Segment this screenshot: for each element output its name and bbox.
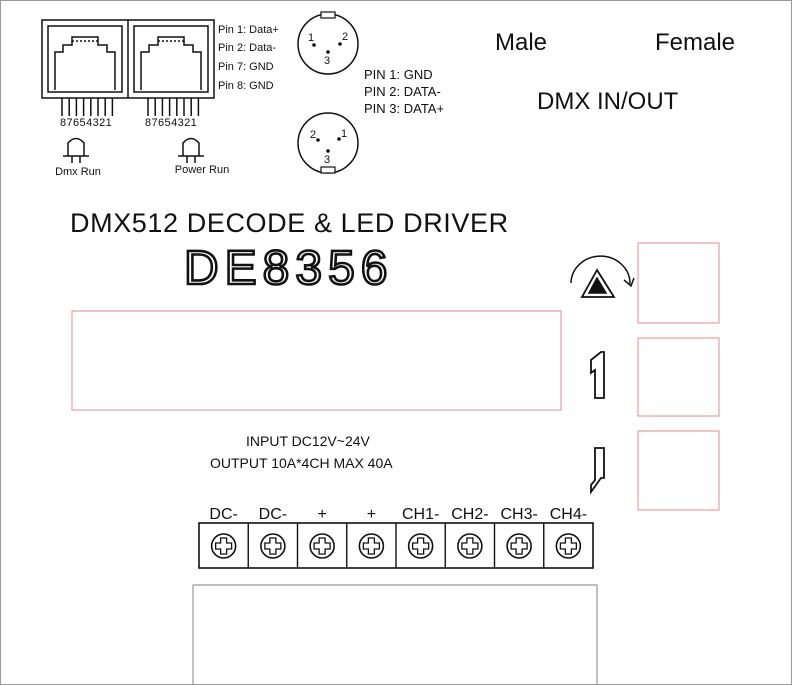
up-arrow-outline [590,351,605,399]
terminal-screw-slot [559,537,578,555]
rj45-jack-left [47,25,123,93]
rj45-jack-right [133,25,209,93]
terminal-screw-slot [411,537,430,555]
cable-opening [192,584,598,685]
terminal-screw-head [309,533,335,559]
product-model: DE8356 [184,242,393,295]
xlr-female-pin: 3 [324,154,330,166]
display-window [71,310,562,411]
down-button[interactable] [637,430,720,511]
xlr-pin-1-dot [337,137,341,141]
terminal-label: CH2- [451,506,488,523]
terminal-screw-icon [260,533,286,559]
led-dmx-run-body [67,137,85,156]
mode-icon-arc [570,255,631,285]
terminal-screw-head [555,533,582,559]
rj45-left-pin-numbers: 87654321 [60,117,112,129]
xlr-pin-2-dot [338,42,342,46]
xlr-pin-3-dot [326,50,330,54]
terminal-screw-slot [510,537,528,555]
rj45-pin-label: Pin 8: GND [218,80,274,92]
up-button[interactable] [637,337,720,417]
terminal-screw-head [506,533,532,559]
xlr-pin-3-dot [326,149,330,153]
terminal-screw-slot [214,537,233,555]
terminal-screw-head [457,533,483,559]
jack-left-outer [47,25,123,93]
xlr-legend-line: PIN 1: GND [364,67,433,82]
terminal-label: DC- [209,506,237,523]
led-power-run-body [182,137,200,156]
terminal-screw-icon [210,533,237,559]
terminal-labels: DC- DC- + + CH1- CH2- CH3- CH4- [209,506,587,523]
terminal-label: CH3- [500,506,537,523]
terminal-screw-slot [313,537,331,555]
rj45-right-pin-numbers: 87654321 [145,117,197,129]
led-dmx-run-label: Dmx Run [55,166,101,178]
xlr-male-pin: 3 [324,55,330,67]
terminal-label: CH4- [550,506,587,523]
xlr-legend-line: PIN 2: DATA- [364,84,441,99]
mode-icon-arrowhead [623,277,635,288]
rj45-pin-label: Pin 2: Data- [218,42,276,54]
terminal-screw-icon [457,533,483,559]
terminal-screw-icon [358,533,385,559]
product-subtitle: DMX512 DECODE & LED DRIVER [70,208,509,238]
jack-left-socket [54,36,116,90]
xlr-pin-2-dot [316,138,320,142]
mode-cycle-icon [570,255,635,298]
dmx-in-out-label: DMX IN/OUT [537,88,679,115]
xlr-male-key [320,11,336,19]
rj45-pin-labels: Pin 1: Data+ Pin 2: Data- Pin 7: GND Pin… [218,24,279,92]
terminal-label: DC- [259,506,287,523]
terminal-screw-head [260,533,286,559]
xlr-female-pin: 2 [310,129,316,141]
terminal-label: + [367,506,376,523]
terminal-screw-head [210,533,237,559]
rj45-block [41,19,215,116]
terminal-screw-icon [555,533,582,559]
terminal-screw-slot [264,537,282,555]
xlr-male-pin: 1 [308,32,314,44]
xlr-pin-1-dot [312,43,316,47]
xlr-male-connector: 1 2 3 [297,11,359,75]
mode-icon-triangle-outer [580,268,616,298]
mode-button[interactable] [637,242,720,324]
terminal-block [198,522,594,569]
terminal-label: CH1- [402,506,439,523]
xlr-pin-legend: PIN 1: GND PIN 2: DATA- PIN 3: DATA+ [364,67,444,116]
terminal-screw-slot [362,537,381,555]
xlr-female-key [320,166,336,174]
terminal-screw-icon [407,533,434,559]
terminal-label: + [317,506,326,523]
led-dmx-run-icon [63,137,89,163]
rj45-pin-label: Pin 1: Data+ [218,24,279,36]
terminal-screw-icon [506,533,532,559]
xlr-female-connector: 2 1 3 [297,112,359,174]
down-arrow-outline [590,447,605,495]
led-power-run-label: Power Run [175,164,229,176]
rj45-pin-legs [61,98,200,116]
male-label: Male [495,29,547,56]
terminal-screw-icon [309,533,335,559]
mode-icon-triangle-inner [587,276,608,294]
spec-output: OUTPUT 10A*4CH MAX 40A [210,455,393,471]
xlr-male-pin: 2 [342,31,348,43]
terminal-screw-slot [461,537,479,555]
jack-right-socket [140,36,202,90]
spec-input: INPUT DC12V~24V [246,433,371,449]
led-power-run-icon [178,137,204,163]
down-arrow-icon [590,447,605,495]
rj45-pin-label: Pin 7: GND [218,61,274,73]
terminal-screw-head [407,533,434,559]
xlr-legend-line: PIN 3: DATA+ [364,101,444,116]
female-label: Female [655,29,735,56]
jack-right-outer [133,25,209,93]
terminal-screw-head [358,533,385,559]
up-arrow-icon [590,351,605,399]
xlr-female-pin: 1 [341,128,347,140]
